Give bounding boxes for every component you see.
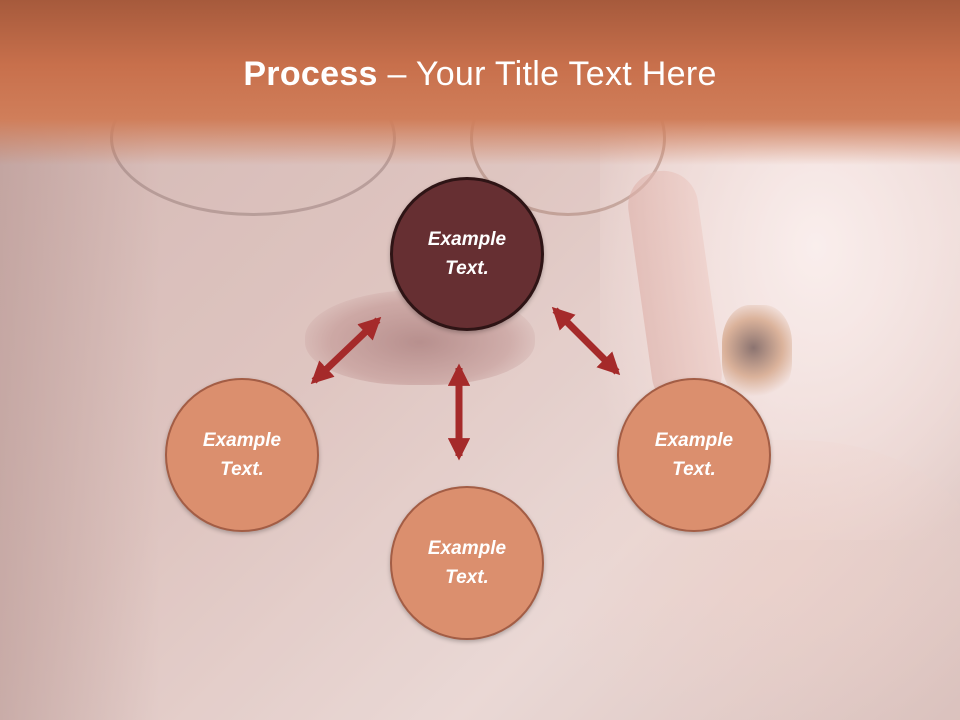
slide-title-rest: – Your Title Text Here	[377, 55, 717, 93]
node-right-line2: Text.	[672, 459, 716, 480]
slide-title: Process – Your Title Text Here	[0, 52, 960, 96]
double-arrow-top-left	[310, 316, 382, 385]
node-left-line1: Example	[202, 430, 282, 451]
slide-title-bold: Process	[243, 55, 378, 93]
double-arrow-top-right	[551, 306, 621, 376]
background-photo-ring	[722, 305, 792, 400]
node-bottom-line2: Text.	[445, 567, 489, 588]
node-top-line1: Example	[427, 229, 507, 250]
title-band	[0, 0, 960, 165]
node-bottom-line1: Example	[427, 538, 507, 559]
node-right-line1: Example	[654, 430, 734, 451]
background-photo-hair	[0, 120, 160, 720]
node-left-line2: Text.	[220, 459, 264, 480]
node-top-line2: Text.	[445, 258, 489, 279]
